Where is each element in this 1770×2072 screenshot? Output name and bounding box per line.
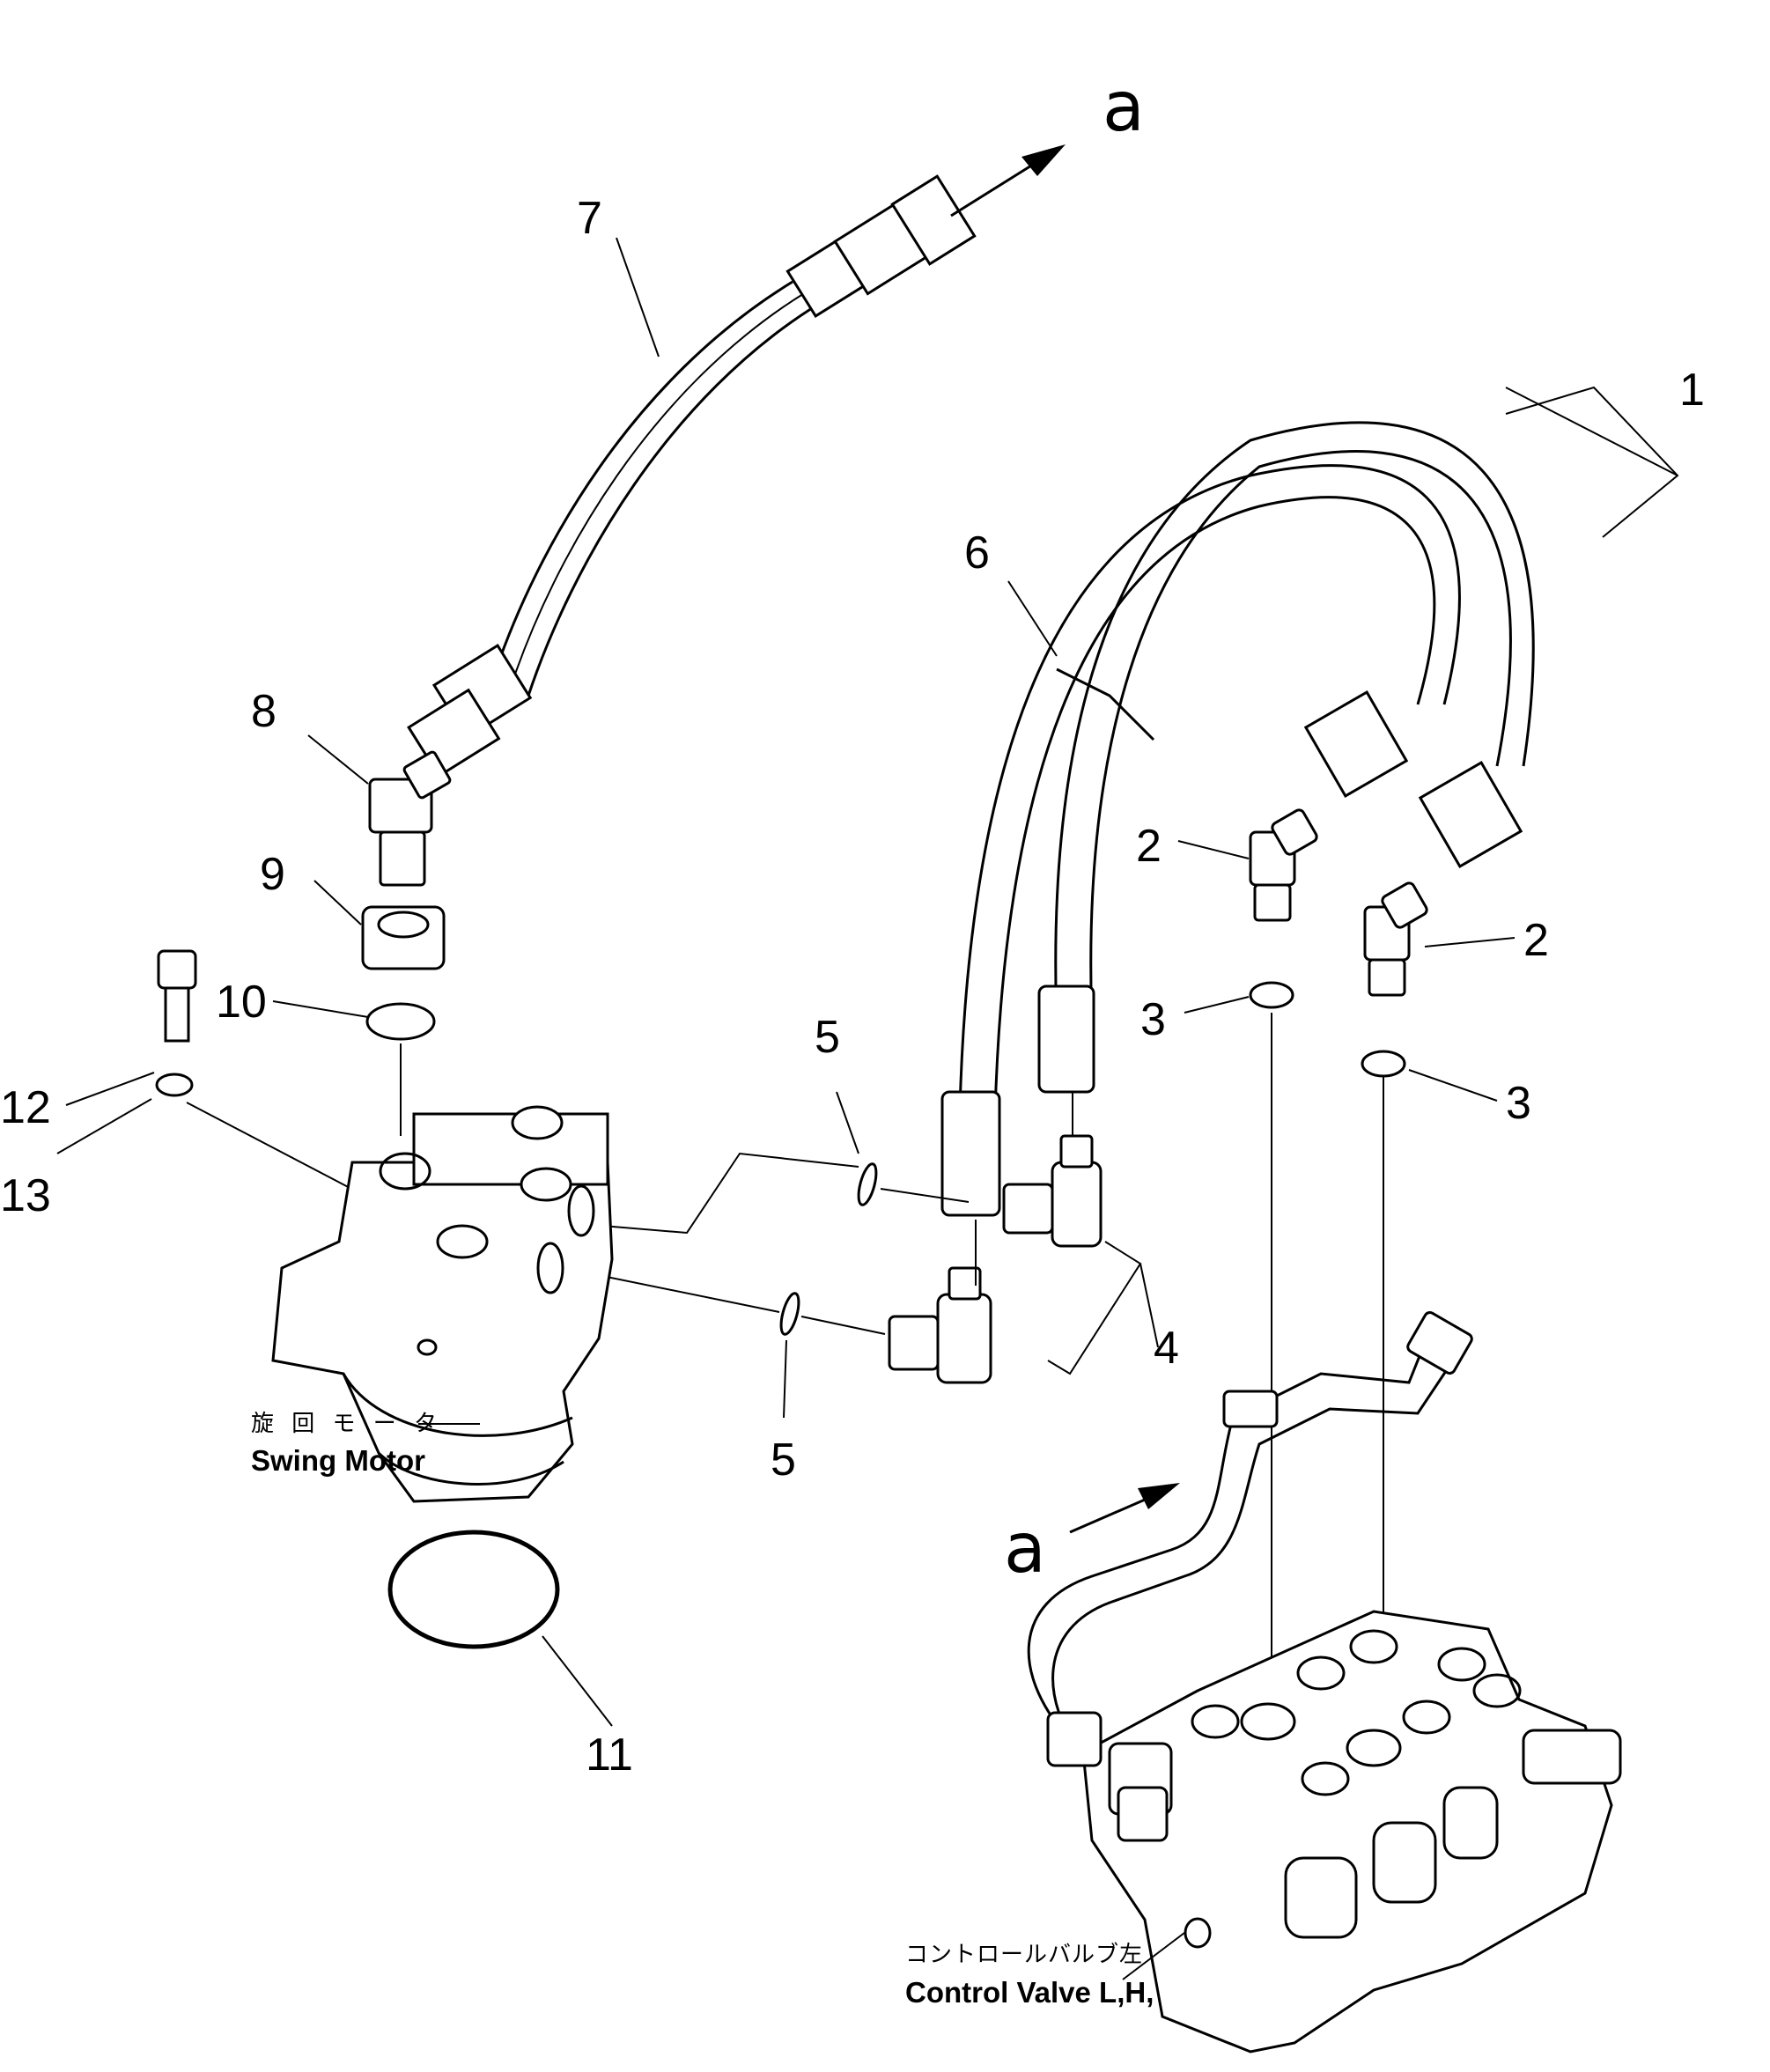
elbow-8: [368, 750, 452, 887]
valve-pipe: [1027, 1311, 1473, 1767]
callout-5-lower: 5: [771, 1434, 796, 1486]
callout-13: 13: [0, 1170, 51, 1221]
callout-12: 12: [0, 1082, 51, 1133]
hose-pair-1: [940, 421, 1535, 1217]
callout-1: 1: [1679, 365, 1705, 416]
control-valve-caption: コントロールバルブ左 Control Valve L,H,: [905, 1932, 1185, 2009]
callout-2-left: 2: [1136, 821, 1162, 872]
callout-3-right: 3: [1506, 1078, 1531, 1129]
callout-5-upper: 5: [815, 1012, 840, 1063]
fitting-2-left: [1249, 808, 1318, 922]
elbow-4-upper: [1002, 1134, 1103, 1248]
callout-3-left: 3: [1140, 994, 1166, 1045]
washer-13: [155, 1073, 194, 1097]
swing-motor-en-label: Swing Motor: [251, 1444, 425, 1477]
leader-lines: [56, 237, 1679, 1727]
callout-11: 11: [586, 1729, 633, 1781]
arrow-label-bottom: a: [1004, 1509, 1046, 1589]
o-ring-10: [365, 1002, 436, 1041]
callout-2-right: 2: [1523, 915, 1549, 966]
swing-motor-caption: 旋 回 モ ー タ Swing Motor: [251, 1411, 480, 1477]
swing-motor-jp-label: 旋 回 モ ー タ: [251, 1411, 442, 1437]
o-ring-11: [387, 1530, 560, 1649]
callout-4: 4: [1154, 1323, 1179, 1374]
callout-10: 10: [216, 977, 267, 1028]
callout-9: 9: [260, 849, 285, 900]
callout-8: 8: [251, 686, 277, 737]
elbow-4-lower: [888, 1266, 992, 1384]
bolt-12: [157, 949, 197, 1043]
nut-9: [361, 905, 446, 970]
arrow-a-bottom: a: [1004, 1483, 1180, 1589]
arrow-label-top: a: [1103, 68, 1145, 147]
control-valve-jp-label: コントロールバルブ左: [905, 1942, 1143, 1968]
fitting-2-right: [1363, 881, 1428, 997]
arrow-a-top: a: [950, 68, 1145, 218]
swing-motor: [271, 1105, 614, 1503]
o-rings-3: [1249, 981, 1406, 1078]
o-rings-5: [779, 1162, 878, 1336]
control-valve-en-label: Control Valve L,H,: [905, 1976, 1154, 2009]
callout-7: 7: [577, 193, 602, 244]
callout-6: 6: [964, 527, 990, 579]
control-valve: [1081, 1610, 1622, 2054]
hose-7: [407, 174, 977, 778]
